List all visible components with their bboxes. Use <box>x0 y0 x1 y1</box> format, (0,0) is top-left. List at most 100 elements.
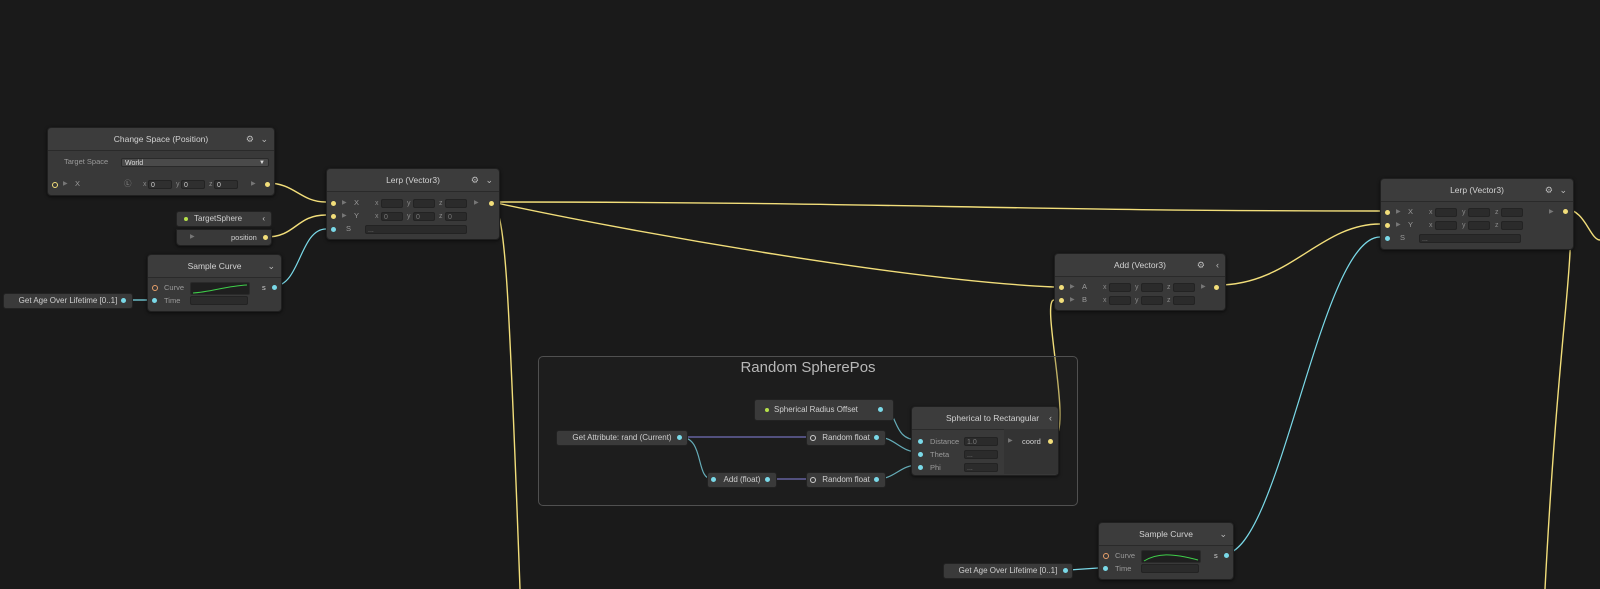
y-z-field[interactable] <box>1501 221 1523 230</box>
node-add-float[interactable]: Add (float) <box>707 472 777 488</box>
x-y-field[interactable] <box>1468 208 1490 217</box>
output-expand-icon[interactable]: ▶ <box>474 200 479 206</box>
distance-field[interactable]: 1.0 <box>964 437 998 446</box>
output-port[interactable] <box>1214 285 1219 290</box>
x-input-port[interactable] <box>1385 210 1390 215</box>
expand-arrow-icon[interactable]: ▶ <box>63 181 68 187</box>
expand-arrow-icon[interactable]: ▶ <box>342 200 347 206</box>
output-port[interactable] <box>489 201 494 206</box>
node-header[interactable]: Change Space (Position) ⚙ ⌄ <box>48 128 274 151</box>
expand-arrow-icon[interactable]: ▶ <box>342 213 347 219</box>
node-get-age-over-lifetime[interactable]: Get Age Over Lifetime [0..1] <box>3 293 133 309</box>
output-expand-icon[interactable]: ▶ <box>251 181 256 187</box>
x-z-field[interactable] <box>445 199 467 208</box>
b-y-field[interactable] <box>1141 296 1163 305</box>
z-field[interactable]: 0 <box>214 180 238 189</box>
phi-input-port[interactable] <box>918 465 923 470</box>
gear-icon[interactable]: ⚙ <box>1196 260 1205 270</box>
expand-arrow-icon[interactable]: ▶ <box>1070 297 1075 303</box>
b-input-port[interactable] <box>1059 298 1064 303</box>
node-target-sphere[interactable]: TargetSphere ‹ <box>176 211 272 227</box>
seed-input-port[interactable] <box>810 435 816 441</box>
a-y-field[interactable] <box>1141 283 1163 292</box>
curve-input-port[interactable] <box>1103 553 1109 559</box>
node-header[interactable]: Lerp (Vector3) ⚙ ⌄ <box>327 169 499 192</box>
x-x-field[interactable] <box>381 199 403 208</box>
y-input-port[interactable] <box>331 214 336 219</box>
y-x-field[interactable] <box>1435 221 1457 230</box>
gear-icon[interactable]: ⚙ <box>470 175 479 185</box>
node-random-float-2[interactable]: Random float <box>806 472 886 488</box>
add-output-port[interactable] <box>765 477 770 482</box>
gear-icon[interactable]: ⚙ <box>1544 185 1553 195</box>
x-z-field[interactable] <box>1501 208 1523 217</box>
a-z-field[interactable] <box>1173 283 1195 292</box>
chevron-down-icon[interactable]: ⌄ <box>267 261 275 271</box>
random-output-port[interactable] <box>874 477 879 482</box>
node-header[interactable]: Add (Vector3) ⚙ ‹ <box>1055 254 1225 277</box>
expand-arrow-icon[interactable]: ▶ <box>190 234 195 240</box>
node-header[interactable]: Sample Curve ⌄ <box>148 255 281 278</box>
node-get-age-over-lifetime-2[interactable]: Get Age Over Lifetime [0..1] <box>943 563 1073 579</box>
expand-arrow-icon[interactable]: ▶ <box>1070 284 1075 290</box>
random-output-port[interactable] <box>874 435 879 440</box>
distance-input-port[interactable] <box>918 439 923 444</box>
seed-input-port[interactable] <box>810 477 816 483</box>
theta-field[interactable]: ... <box>964 450 998 459</box>
node-header[interactable]: Spherical to Rectangular ‹ <box>912 407 1058 430</box>
s-input-port[interactable] <box>1385 236 1390 241</box>
output-expand-icon[interactable]: ▶ <box>1201 284 1206 290</box>
chevron-down-icon[interactable]: ⌄ <box>1219 529 1227 539</box>
curve-preview[interactable] <box>190 282 250 295</box>
chevron-down-icon[interactable]: ⌄ <box>1559 185 1567 195</box>
y-y-field[interactable]: 0 <box>413 212 435 221</box>
s-input-port[interactable] <box>331 227 336 232</box>
node-header[interactable]: Lerp (Vector3) ⚙ ⌄ <box>1381 179 1573 202</box>
position-output-port[interactable] <box>263 235 268 240</box>
target-space-dropdown[interactable]: World ▼ <box>121 158 269 167</box>
curve-input-port[interactable] <box>152 285 158 291</box>
y-x-field[interactable]: 0 <box>381 212 403 221</box>
time-field[interactable] <box>190 296 248 305</box>
chevron-down-icon[interactable]: ⌄ <box>260 134 268 144</box>
node-lerp-vector3-2[interactable]: Lerp (Vector3) ⚙ ⌄ ▶ X x y z ▶ Y x y z S… <box>1380 178 1574 250</box>
node-lerp-vector3[interactable]: Lerp (Vector3) ⚙ ⌄ ▶ X x y z ▶ Y x 0 y 0… <box>326 168 500 240</box>
curve-preview[interactable] <box>1141 550 1201 563</box>
expand-arrow-icon[interactable]: ▶ <box>1396 209 1401 215</box>
x-input-port[interactable] <box>331 201 336 206</box>
x-x-field[interactable] <box>1435 208 1457 217</box>
input-port-x[interactable] <box>52 182 58 188</box>
chevron-left-icon[interactable]: ‹ <box>1216 260 1219 270</box>
output-expand-icon[interactable]: ▶ <box>1549 209 1554 215</box>
rand-output-port[interactable] <box>677 435 682 440</box>
chevron-left-icon[interactable]: ‹ <box>262 214 265 223</box>
node-random-float-1[interactable]: Random float <box>806 430 886 446</box>
time-field[interactable] <box>1141 564 1199 573</box>
chevron-left-icon[interactable]: ‹ <box>1049 413 1052 423</box>
s-field[interactable]: ... <box>365 225 467 234</box>
node-sample-curve-2[interactable]: Sample Curve ⌄ Curve Time s <box>1098 522 1234 580</box>
s-field[interactable]: ... <box>1419 234 1521 243</box>
x-y-field[interactable] <box>413 199 435 208</box>
add-input-port[interactable] <box>711 477 716 482</box>
y-field[interactable]: 0 <box>181 180 205 189</box>
node-spherical-to-rectangular[interactable]: Spherical to Rectangular ‹ Distance 1.0 … <box>911 406 1059 476</box>
node-sample-curve[interactable]: Sample Curve ⌄ Curve Time s <box>147 254 282 312</box>
age-output-port[interactable] <box>1063 568 1068 573</box>
s-output-port[interactable] <box>272 285 277 290</box>
b-z-field[interactable] <box>1173 296 1195 305</box>
y-z-field[interactable]: 0 <box>445 212 467 221</box>
gear-icon[interactable]: ⚙ <box>245 134 254 144</box>
local-space-icon[interactable]: Ⓛ <box>124 179 132 188</box>
time-input-port[interactable] <box>152 298 157 303</box>
time-input-port[interactable] <box>1103 566 1108 571</box>
output-expand-icon[interactable]: ▶ <box>1008 438 1013 444</box>
output-port[interactable] <box>1563 209 1568 214</box>
output-port[interactable] <box>878 407 883 412</box>
y-y-field[interactable] <box>1468 221 1490 230</box>
chevron-down-icon[interactable]: ⌄ <box>485 175 493 185</box>
node-get-attribute-rand[interactable]: Get Attribute: rand (Current) <box>556 430 688 446</box>
coord-output-port[interactable] <box>1048 439 1053 444</box>
node-spherical-radius-offset[interactable]: Spherical Radius Offset <box>754 399 894 421</box>
a-x-field[interactable] <box>1109 283 1131 292</box>
